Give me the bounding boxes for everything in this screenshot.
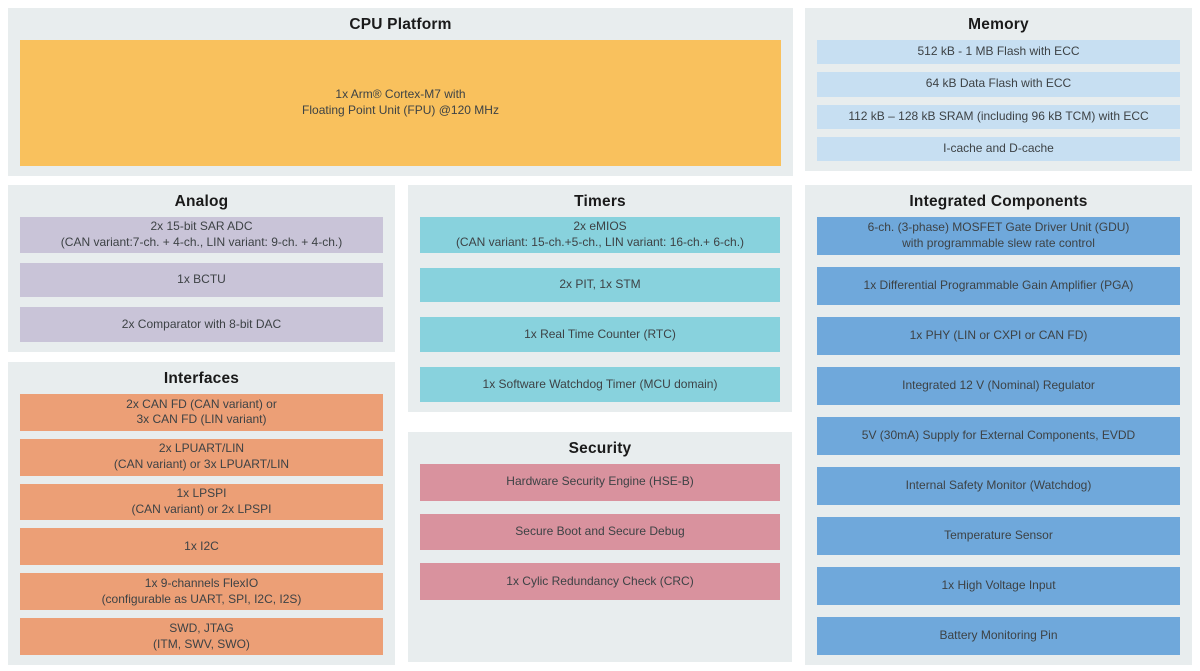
integrated-components-item-1: 1x Differential Programmable Gain Amplif… [817,267,1180,305]
timers-item-3-line-0: 1x Software Watchdog Timer (MCU domain) [482,376,718,391]
timers-title: Timers [574,193,626,210]
panel-memory: Memory 512 kB - 1 MB Flash with ECC 64 kB … [805,8,1192,171]
memory-item-2-line-0: 112 kB – 128 kB SRAM (including 96 kB TC… [848,108,1149,123]
memory-item-1-line-0: 64 kB Data Flash with ECC [925,76,1072,91]
memory-item-3-line-0: I-cache and D-cache [943,140,1054,155]
interfaces-item-4-line-0: 1x 9-channels FlexIO [144,575,259,590]
interfaces-item-3-line-0: 1x I2C [184,538,219,553]
cpu-platform-title: CPU Platform [349,16,452,33]
interfaces-item-0-line-1: 3x CAN FD (LIN variant) [136,412,267,427]
interfaces-item-1: 2x LPUART/LIN(CAN variant) or 3x LPUART/… [20,438,383,476]
integrated-components-item-0-line-1: with programmable slew rate control [902,236,1095,250]
interfaces-item-2: 1x LPSPI(CAN variant) or 2x LPSPI [20,483,383,521]
integrated-components-rows: 6-ch. (3-phase) MOSFET Gate Driver Unit … [817,217,1180,655]
security-item-1: Secure Boot and Secure Debug [420,513,780,551]
integrated-components-item-7: 1x High Voltage Input [817,567,1180,605]
memory-item-2: 112 kB – 128 kB SRAM (including 96 kB TC… [817,104,1180,129]
timers-item-0-line-0: 2x eMIOS [573,219,627,233]
memory-rows: 512 kB - 1 MB Flash with ECC 64 kB Data F… [817,40,1180,161]
security-title: Security [568,440,632,457]
integrated-components-item-0-line-0: 6-ch. (3-phase) MOSFET Gate Driver Unit … [867,220,1130,235]
integrated-components-item-3: Integrated 12 V (Nominal) Regulator [817,367,1180,405]
memory-item-1: 64 kB Data Flash with ECC [817,72,1180,97]
timers-rows: 2x eMIOS(CAN variant: 15-ch.+5-ch., LIN … [420,217,780,402]
interfaces-item-2-line-0: 1x LPSPI [176,486,227,501]
interfaces-item-0-line-0: 2x CAN FD (CAN variant) or [126,396,277,411]
cpu-platform-item-0-line-1: Floating Point Unit (FPU) @120 MHz [302,103,499,117]
integrated-components-title: Integrated Components [909,193,1088,210]
interfaces-item-1-line-0: 2x LPUART/LIN [158,441,245,456]
interfaces-item-5-line-1: (ITM, SWV, SWO) [153,636,250,651]
analog-item-1-line-0: 1x BCTU [177,272,226,287]
cpu-platform-item-0-line-0: 1x Arm® Cortex-M7 with [335,87,466,102]
memory-item-0-line-0: 512 kB - 1 MB Flash with ECC [917,44,1080,59]
security-item-0: Hardware Security Engine (HSE-B) [420,464,780,501]
integrated-components-item-6: Temperature Sensor [817,517,1180,555]
timers-item-1-line-0: 2x PIT, 1x STM [559,277,641,292]
timers-item-2-line-0: 1x Real Time Counter (RTC) [524,326,676,341]
analog-item-0-line-1: (CAN variant:7-ch. + 4-ch., LIN variant:… [60,234,343,249]
timers-item-2: 1x Real Time Counter (RTC) [420,317,780,353]
analog-item-2: 2x Comparator with 8-bit DAC [20,307,383,342]
security-item-1-line-0: Secure Boot and Secure Debug [515,524,685,539]
panel-analog: Analog 2x 15-bit SAR ADC(CAN variant:7-ch… [8,185,395,352]
interfaces-item-3: 1x I2C [20,528,383,566]
integrated-components-item-8: Battery Monitoring Pin [817,617,1180,655]
integrated-components-item-7-line-0: 1x High Voltage Input [941,578,1056,593]
panel-integrated-components: Integrated Components 6-ch. (3-phase) MOS… [805,185,1192,665]
analog-title: Analog [174,193,229,210]
security-item-2-line-0: 1x Cylic Redundancy Check (CRC) [506,573,694,588]
analog-item-2-line-0: 2x Comparator with 8-bit DAC [121,316,282,331]
memory-item-3: I-cache and D-cache [817,136,1180,161]
security-item-0-line-0: Hardware Security Engine (HSE-B) [506,474,694,489]
interfaces-item-5: SWD, JTAG(ITM, SWV, SWO) [20,618,383,655]
security-item-2: 1x Cylic Redundancy Check (CRC) [420,563,780,601]
memory-title: Memory [968,16,1029,33]
interfaces-item-2-line-1: (CAN variant) or 2x LPSPI [131,502,272,517]
interfaces-item-1-line-1: (CAN variant) or 3x LPUART/LIN [113,457,290,472]
analog-item-0-line-0: 2x 15-bit SAR ADC [150,219,253,233]
integrated-components-item-4: 5V (30mA) Supply for External Components… [817,417,1180,455]
interfaces-item-4-line-1: (configurable as UART, SPI, I2C, I2S) [101,591,302,606]
integrated-components-item-5: Internal Safety Monitor (Watchdog) [817,467,1180,505]
memory-item-0: 512 kB - 1 MB Flash with ECC [817,40,1180,65]
integrated-components-item-5-line-0: Internal Safety Monitor (Watchdog) [905,478,1092,493]
integrated-components-item-2: 1x PHY (LIN or CXPI or CAN FD) [817,317,1180,355]
analog-item-0: 2x 15-bit SAR ADC(CAN variant:7-ch. + 4-… [20,217,383,253]
interfaces-item-4: 1x 9-channels FlexIO(configurable as UAR… [20,573,383,611]
analog-item-1: 1x BCTU [20,262,383,298]
integrated-components-item-4-line-0: 5V (30mA) Supply for External Components… [861,428,1136,443]
integrated-components-item-8-line-0: Battery Monitoring Pin [939,628,1058,643]
integrated-components-item-0: 6-ch. (3-phase) MOSFET Gate Driver Unit … [817,217,1180,255]
integrated-components-item-2-line-0: 1x PHY (LIN or CXPI or CAN FD) [909,328,1088,343]
integrated-components-item-3-line-0: Integrated 12 V (Nominal) Regulator [902,378,1095,393]
panel-timers: Timers 2x eMIOS(CAN variant: 15-ch.+5-ch.… [408,185,792,412]
analog-rows: 2x 15-bit SAR ADC(CAN variant:7-ch. + 4-… [20,217,383,342]
integrated-components-item-6-line-0: Temperature Sensor [944,528,1053,543]
interfaces-title: Interfaces [163,370,240,387]
timers-item-3: 1x Software Watchdog Timer (MCU domain) [420,367,780,402]
integrated-components-item-1-line-0: 1x Differential Programmable Gain Amplif… [863,278,1134,293]
timers-item-1: 2x PIT, 1x STM [420,267,780,303]
timers-item-0-line-1: (CAN variant: 15-ch.+5-ch., LIN variant:… [455,234,745,249]
interfaces-item-5-line-0: SWD, JTAG [169,620,234,635]
security-rows: Hardware Security Engine (HSE-B) Secure B… [420,464,780,652]
timers-item-0: 2x eMIOS(CAN variant: 15-ch.+5-ch., LIN … [420,217,780,253]
